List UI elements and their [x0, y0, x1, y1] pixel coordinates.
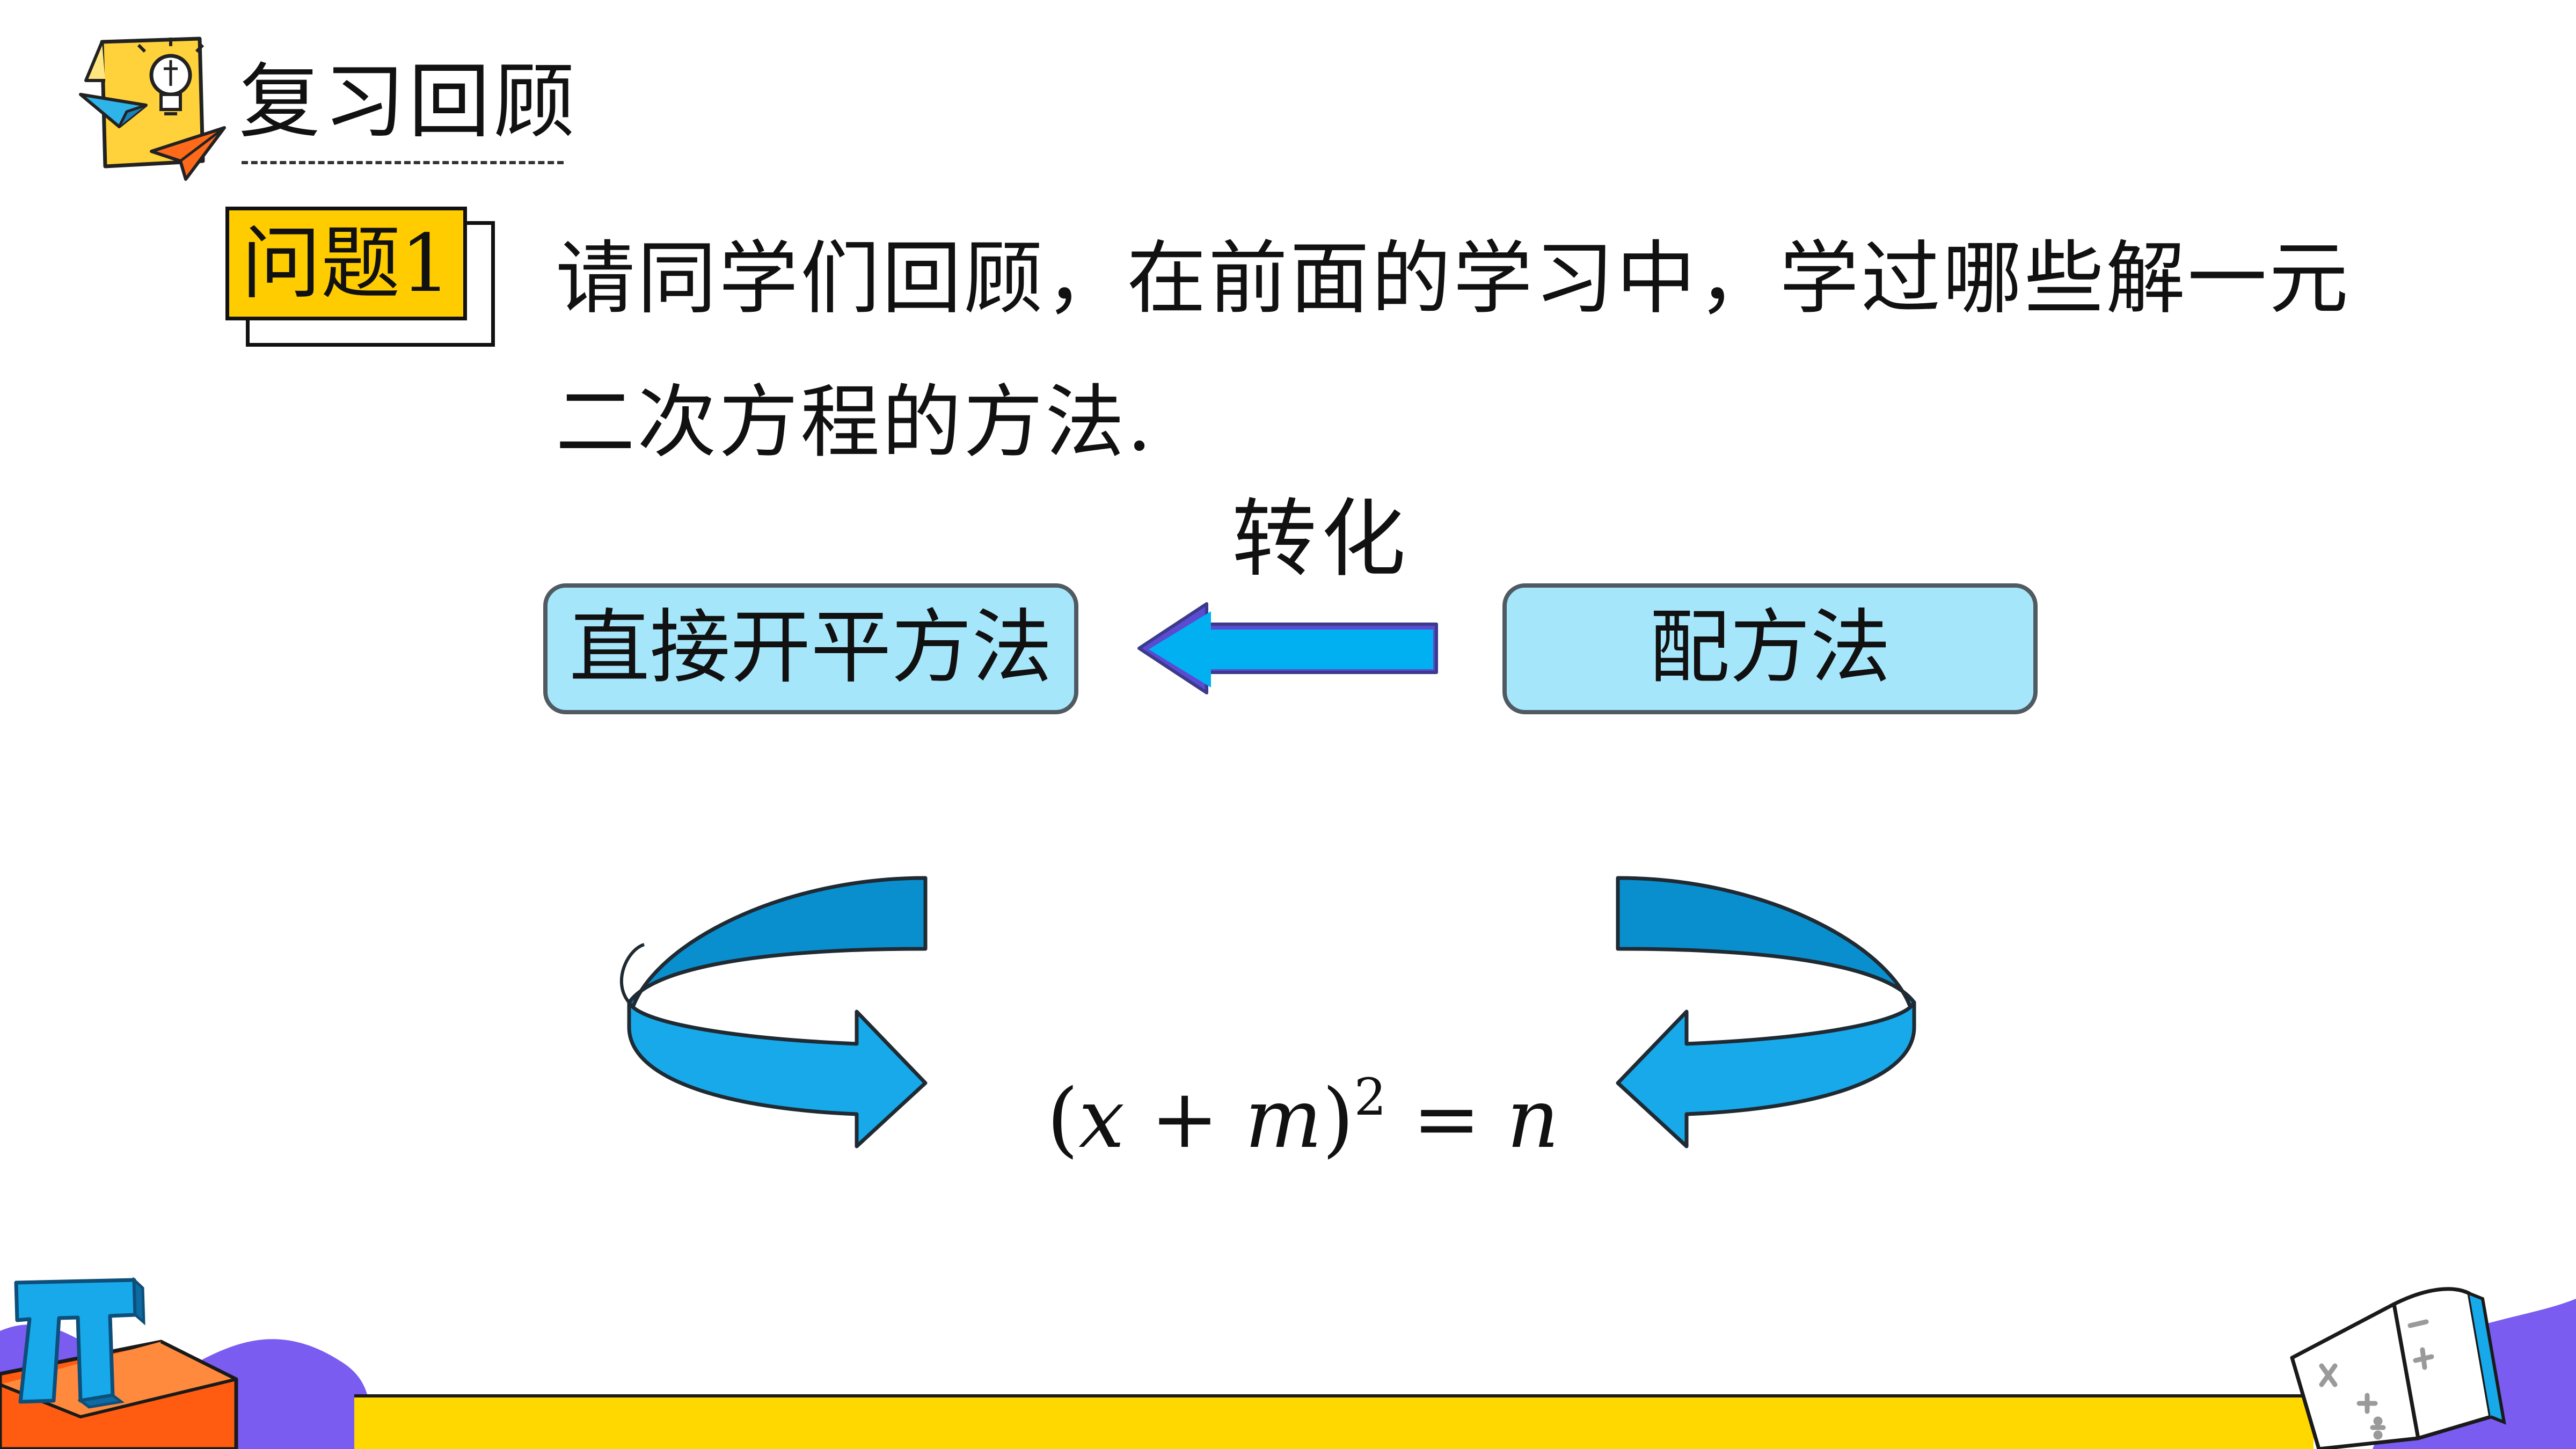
formula-equals: = — [1386, 1071, 1507, 1166]
orange-paper-plane-icon — [150, 126, 226, 181]
conversion-label: 转化 — [1232, 490, 1410, 589]
formula: (x + m)2 = n — [1047, 1065, 1559, 1173]
method-direct-square-root: 直接开平方法 — [543, 583, 1078, 714]
curved-arrow-left-icon — [619, 876, 928, 1148]
question-text: 请同学们回顾，在前面的学习中，学过哪些解一元二次方程的方法. — [556, 232, 2351, 469]
formula-exponent: 2 — [1354, 1068, 1386, 1127]
blue-paper-plane-icon — [79, 93, 148, 128]
formula-m: m — [1245, 1071, 1323, 1166]
formula-n: n — [1506, 1071, 1559, 1166]
formula-close-paren: ) — [1322, 1071, 1354, 1166]
question-label: 问题1 — [225, 207, 467, 320]
footer-band — [354, 1394, 2314, 1449]
curved-arrow-right-icon — [1616, 876, 1916, 1148]
formula-plus: + — [1125, 1071, 1245, 1166]
formula-x: x — [1078, 1071, 1125, 1166]
pi-symbol-icon: π — [14, 1277, 145, 1409]
formula-open-paren: ( — [1047, 1071, 1079, 1166]
method-completing-square: 配方法 — [1502, 583, 2038, 714]
lightbulb-icon — [137, 38, 205, 115]
section-title: 复习回顾 — [239, 54, 578, 149]
title-underline — [242, 161, 564, 164]
left-arrow-icon — [1137, 602, 1438, 694]
math-signs-icon — [2319, 1319, 2434, 1440]
open-book-icon — [2290, 1287, 2506, 1449]
